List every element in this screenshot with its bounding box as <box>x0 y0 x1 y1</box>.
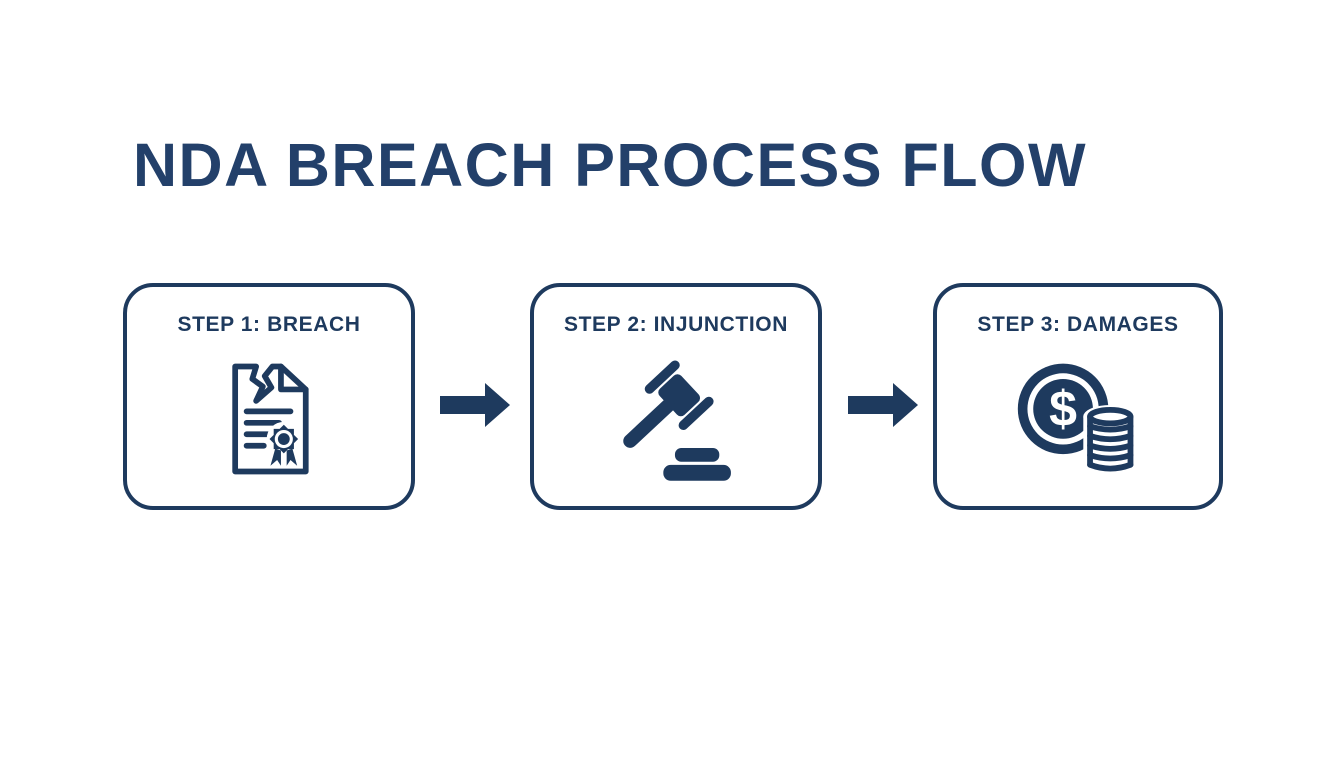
step-2-box: STEP 2: INJUNCTION <box>530 283 822 510</box>
svg-text:$: $ <box>1049 381 1077 437</box>
step-1-icon-area <box>127 337 411 506</box>
arrow-right-icon <box>440 383 510 432</box>
dollar-coins-icon: $ <box>1013 358 1143 485</box>
torn-contract-icon <box>221 357 318 486</box>
page-title: NDA BREACH PROCESS FLOW <box>133 131 1088 199</box>
step-1-label: STEP 1: BREACH <box>177 313 361 336</box>
arrow-right-icon <box>848 383 918 432</box>
gavel-icon <box>607 353 745 490</box>
step-2-label: STEP 2: INJUNCTION <box>564 313 788 336</box>
step-1-box: STEP 1: BREACH <box>123 283 415 510</box>
step-3-icon-area: $ <box>937 337 1219 506</box>
step-2-icon-area <box>534 337 818 506</box>
step-3-box: STEP 3: DAMAGES $ <box>933 283 1223 510</box>
step-3-label: STEP 3: DAMAGES <box>977 313 1179 336</box>
